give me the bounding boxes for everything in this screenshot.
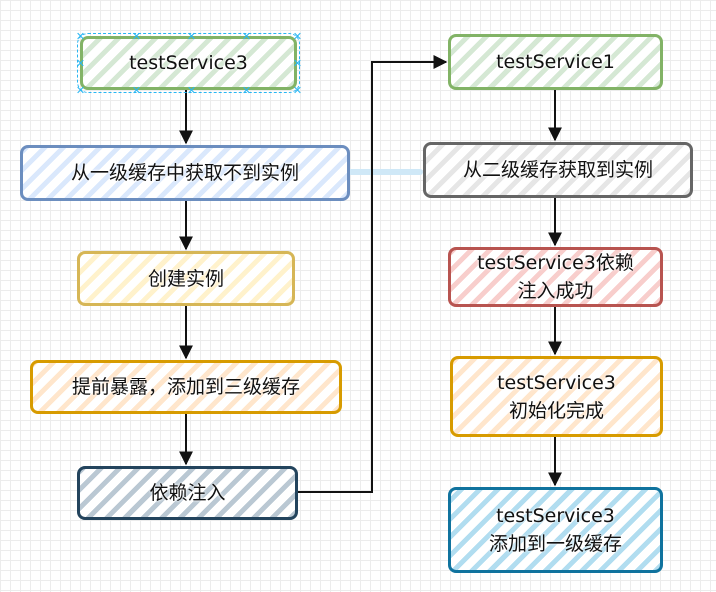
node-get-from-second-cache[interactable]: 从二级缓存获取到实例 [423,142,693,198]
node-label: testService1 [496,51,615,73]
node-create-instance[interactable]: 创建实例 [77,251,295,306]
node-label: testService3 初始化完成 [497,371,616,422]
resize-handle[interactable]: ✕ [75,84,86,97]
node-label: testService3 [129,52,248,74]
resize-handle[interactable]: ✕ [75,57,86,70]
node-get-from-first-cache[interactable]: 从一级缓存中获取不到实例 [20,145,350,201]
node-add-to-first-cache[interactable]: testService3 添加到一级缓存 [448,487,663,573]
resize-handle[interactable]: ✕ [292,30,303,43]
node-injection-success[interactable]: testService3依赖 注入成功 [448,247,663,307]
resize-handle[interactable]: ✕ [131,30,142,43]
node-testservice1[interactable]: testService1 [448,34,663,90]
resize-handle[interactable]: ✕ [186,84,197,97]
resize-handle[interactable]: ✕ [241,30,252,43]
node-label: 创建实例 [147,267,224,290]
node-label: 依赖注入 [149,482,226,504]
node-label: 从二级缓存获取到实例 [462,159,653,181]
resize-handle[interactable]: ✕ [131,84,142,97]
resize-handle[interactable]: ✕ [75,30,86,43]
node-init-complete[interactable]: testService3 初始化完成 [450,356,663,437]
node-label: 从一级缓存中获取不到实例 [70,162,299,184]
node-label: testService3 添加到一级缓存 [488,505,622,555]
node-label: testService3依赖 注入成功 [477,252,634,302]
resize-handle[interactable]: ✕ [292,57,303,70]
node-label: 提前暴露，添加到三级缓存 [71,376,300,398]
node-testservice3-start[interactable]: testService3 [77,33,300,93]
resize-handle[interactable]: ✕ [186,30,197,43]
resize-handle[interactable]: ✕ [292,84,303,97]
resize-handle[interactable]: ✕ [241,84,252,97]
node-dependency-injection[interactable]: 依赖注入 [77,466,298,520]
arrow-n5-n6[interactable] [298,55,448,493]
node-early-expose[interactable]: 提前暴露，添加到三级缓存 [30,360,342,414]
